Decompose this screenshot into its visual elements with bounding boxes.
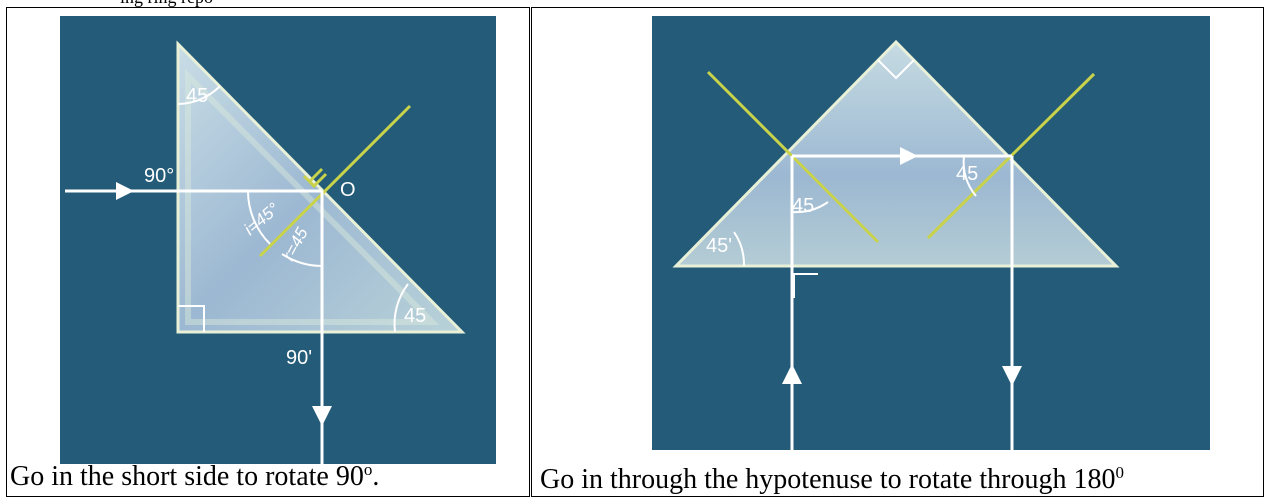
label-exit-angle: 90' [286, 347, 312, 369]
exit-arrow [312, 406, 332, 426]
right-caption-text: Go in through the hypotenuse to rotate t… [540, 464, 1116, 495]
right-figure-cell: 45' 45 45 Go in through the hypotenuse t… [531, 7, 1264, 497]
right-angle-prism [176, 40, 466, 334]
internal-arrow [900, 147, 918, 165]
right-angle-mark [178, 305, 205, 332]
outgoing-arrow [1002, 366, 1022, 386]
left-figure-cell: 45 45 90° 90' O i=45° r=45 Go in the sho… [6, 7, 530, 497]
label-angle-bottom-right: 45 [404, 305, 426, 327]
left-prism-diagram: 45 45 90° 90' O i=45° r=45 [65, 40, 466, 464]
incident-arrow [116, 182, 134, 200]
label-angle-left: 45' [706, 235, 732, 257]
left-diagram-panel: 45 45 90° 90' O i=45° r=45 [60, 16, 496, 464]
right-angle-prism-inverted [672, 39, 1120, 268]
right-diagram-panel: 45' 45 45 [652, 16, 1210, 450]
left-caption-end: . [372, 461, 380, 492]
label-incidence-angle: 90° [144, 165, 174, 187]
incoming-arrow [782, 364, 802, 384]
left-caption: Go in the short side to rotate 90o. [10, 460, 380, 492]
label-angle-top: 45 [186, 85, 208, 107]
label-angle-inner-right: 45 [956, 163, 978, 185]
normal-line [258, 104, 412, 258]
right-caption-superscript: 0 [1115, 463, 1124, 482]
left-caption-text: Go in the short side to rotate 90 [10, 461, 364, 492]
label-point-o: O [340, 179, 356, 201]
right-prism-diagram: 45' 45 45 [672, 39, 1120, 450]
right-caption: Go in through the hypotenuse to rotate t… [540, 463, 1124, 495]
cropped-top-text: ing ring repo [120, 0, 213, 8]
left-caption-superscript: o [363, 460, 373, 479]
label-angle-inner-left: 45 [792, 195, 814, 217]
top-text-strip: ing ring repo [0, 0, 1266, 8]
